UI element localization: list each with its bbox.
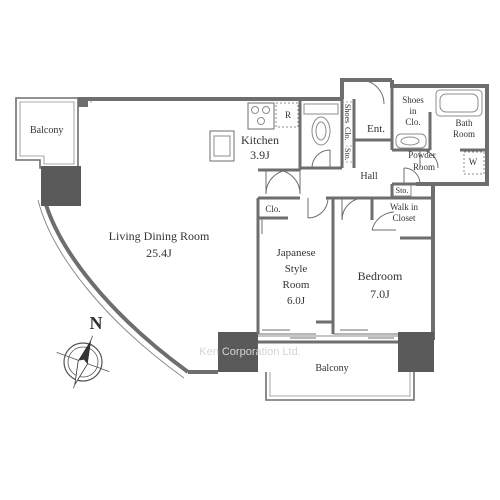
fridge-label: R: [285, 110, 291, 120]
wc-fixtures: [303, 103, 339, 146]
doors: [258, 79, 439, 339]
balcony-west-label: Balcony: [30, 125, 63, 136]
shelf-lines: [78, 101, 354, 163]
structural-pillars: [41, 166, 434, 372]
walk-in-closet-label-1: Walk in: [390, 202, 419, 212]
bath-label-2: Room: [453, 129, 475, 139]
bedroom-label: Bedroom: [358, 269, 403, 283]
bath-label-1: Bath: [456, 118, 473, 128]
living-room-label: Living Dining Room: [109, 229, 210, 243]
compass-needle-icon: [74, 339, 92, 385]
kitchen-label: Kitchen: [241, 133, 279, 147]
storage-label-2: Sto.: [396, 186, 409, 195]
compass-inner-ring: [67, 346, 99, 378]
compass: [56, 335, 110, 389]
shoes-closet-label-1: Shoes: [343, 104, 352, 123]
kitchen-size: 3.9J: [250, 148, 270, 162]
storage-2-box: [392, 183, 412, 197]
walk-in-closet-label-2: Closet: [392, 213, 416, 223]
kitchen-fixtures: [209, 102, 299, 162]
balcony-south-label: Balcony: [315, 363, 348, 374]
living-room-size: 25.4J: [146, 246, 172, 260]
closet-label: Clo.: [265, 204, 280, 214]
entrance-label: Ent.: [367, 123, 385, 135]
storage-label-1: Sto.: [343, 148, 352, 161]
compass-outer-ring: [63, 342, 103, 382]
washer-label: W: [469, 157, 478, 167]
curved-window: [37, 199, 185, 379]
bedroom-size: 7.0J: [370, 287, 390, 301]
column-notch: [78, 99, 88, 107]
shoes-closet-label-2: Clo.: [343, 127, 352, 141]
japanese-room-label-3: Room: [283, 279, 310, 291]
hall-label: Hall: [360, 171, 377, 182]
powder-room-label-1: Powder: [408, 150, 436, 160]
shoes-in-closet-label-3: Clo.: [405, 117, 420, 127]
compass-north-label: N: [90, 313, 103, 333]
japanese-room-label-2: Style: [285, 263, 308, 275]
watermark: Ken Corporation Ltd.: [199, 346, 301, 358]
japanese-room-size: 6.0J: [287, 295, 306, 307]
shoes-in-closet-label-1: Shoes: [402, 95, 424, 105]
balcony-south: [258, 335, 415, 401]
bath-fixtures: [395, 89, 485, 175]
shoes-in-closet-label-2: in: [409, 106, 417, 116]
outer-walls: [42, 78, 489, 374]
japanese-room-label-1: Japanese: [276, 247, 315, 259]
powder-room-label-2: Room: [413, 162, 435, 172]
